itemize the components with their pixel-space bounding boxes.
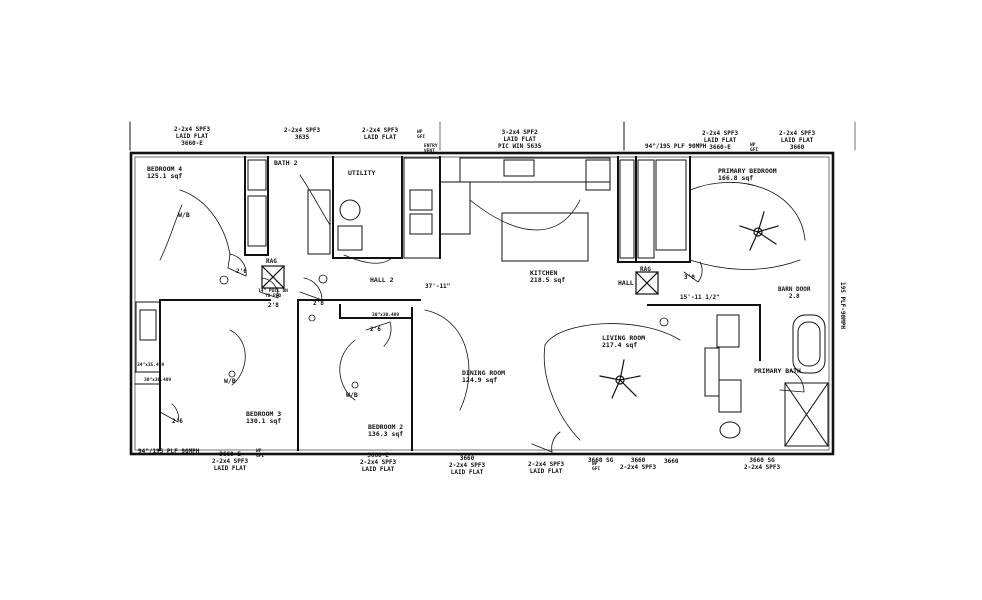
gfi-label: WP GFI	[750, 143, 759, 153]
gfi-label: WP GFI	[417, 130, 426, 140]
ceiling-fan	[599, 211, 779, 399]
bathtub	[792, 314, 826, 374]
toilet	[719, 421, 741, 439]
wall-box-label: W/B	[178, 211, 190, 219]
exterior-wall	[129, 151, 835, 456]
pull-down-note: 14" PULL DN TO PRO	[258, 289, 288, 299]
wiring-runs	[159, 174, 806, 441]
plf-note-right: 195 PLF-90MPH	[839, 282, 846, 329]
plf-note-bottom: 94"/195 PLF 90MPH	[138, 448, 200, 455]
plf-note-top: 94"/195 PLF 90MPH	[645, 143, 707, 150]
outlet-symbols	[219, 274, 669, 389]
gfi-label: WP GFI	[592, 462, 601, 472]
room-label-bath2: BATH 2	[274, 159, 298, 167]
window-label-bottom-7: 3660	[664, 458, 679, 465]
closet-size-label: 34"x35.489	[137, 363, 165, 368]
door-size: 2'6	[236, 268, 247, 275]
kitchen-fixtures	[403, 157, 611, 262]
rag-label: RAG	[266, 258, 277, 265]
door-size: 3'0	[684, 274, 695, 281]
room-label-hall: HALL	[618, 279, 634, 287]
interior-walls	[244, 156, 691, 263]
exterior-wall-inner	[134, 156, 830, 451]
door-size: 2'6	[370, 326, 381, 333]
attic-access	[261, 265, 659, 295]
wall-box-label: W/B	[224, 377, 236, 385]
hall-walls	[159, 299, 761, 361]
primary-closet	[619, 159, 687, 259]
primary-bath-fixtures	[704, 314, 829, 447]
room-label-utility: UTILITY	[348, 169, 376, 177]
gfi-label: WP GFI	[256, 449, 265, 459]
door-size: 2'6	[172, 418, 183, 425]
closet-size-label: 30"x30.489	[372, 313, 400, 318]
left-closet	[134, 301, 161, 385]
window-label-bottom-5: 3660 SG	[588, 457, 614, 464]
shower	[784, 382, 829, 447]
room-label-hall2: HALL 2	[370, 276, 394, 284]
dimension-hall2: 37'-11"	[425, 283, 451, 290]
door-size: 2'8	[313, 300, 324, 307]
door-swings	[159, 253, 805, 453]
wall-box-label: W/B	[346, 391, 358, 399]
room-label-primary-bath: PRIMARY BATH	[754, 367, 801, 375]
door-size: 2'8	[268, 302, 279, 309]
bath2-fixtures	[247, 159, 363, 255]
kitchen-island	[501, 212, 589, 262]
washer-symbol	[339, 199, 361, 221]
closet-size-label: 30"x30.489	[144, 378, 172, 383]
dimension-hall: 15'-11 1/2"	[680, 294, 720, 301]
entry-vent-label: ENTRY VENT	[424, 144, 438, 154]
rag-label: RAG	[640, 266, 651, 273]
